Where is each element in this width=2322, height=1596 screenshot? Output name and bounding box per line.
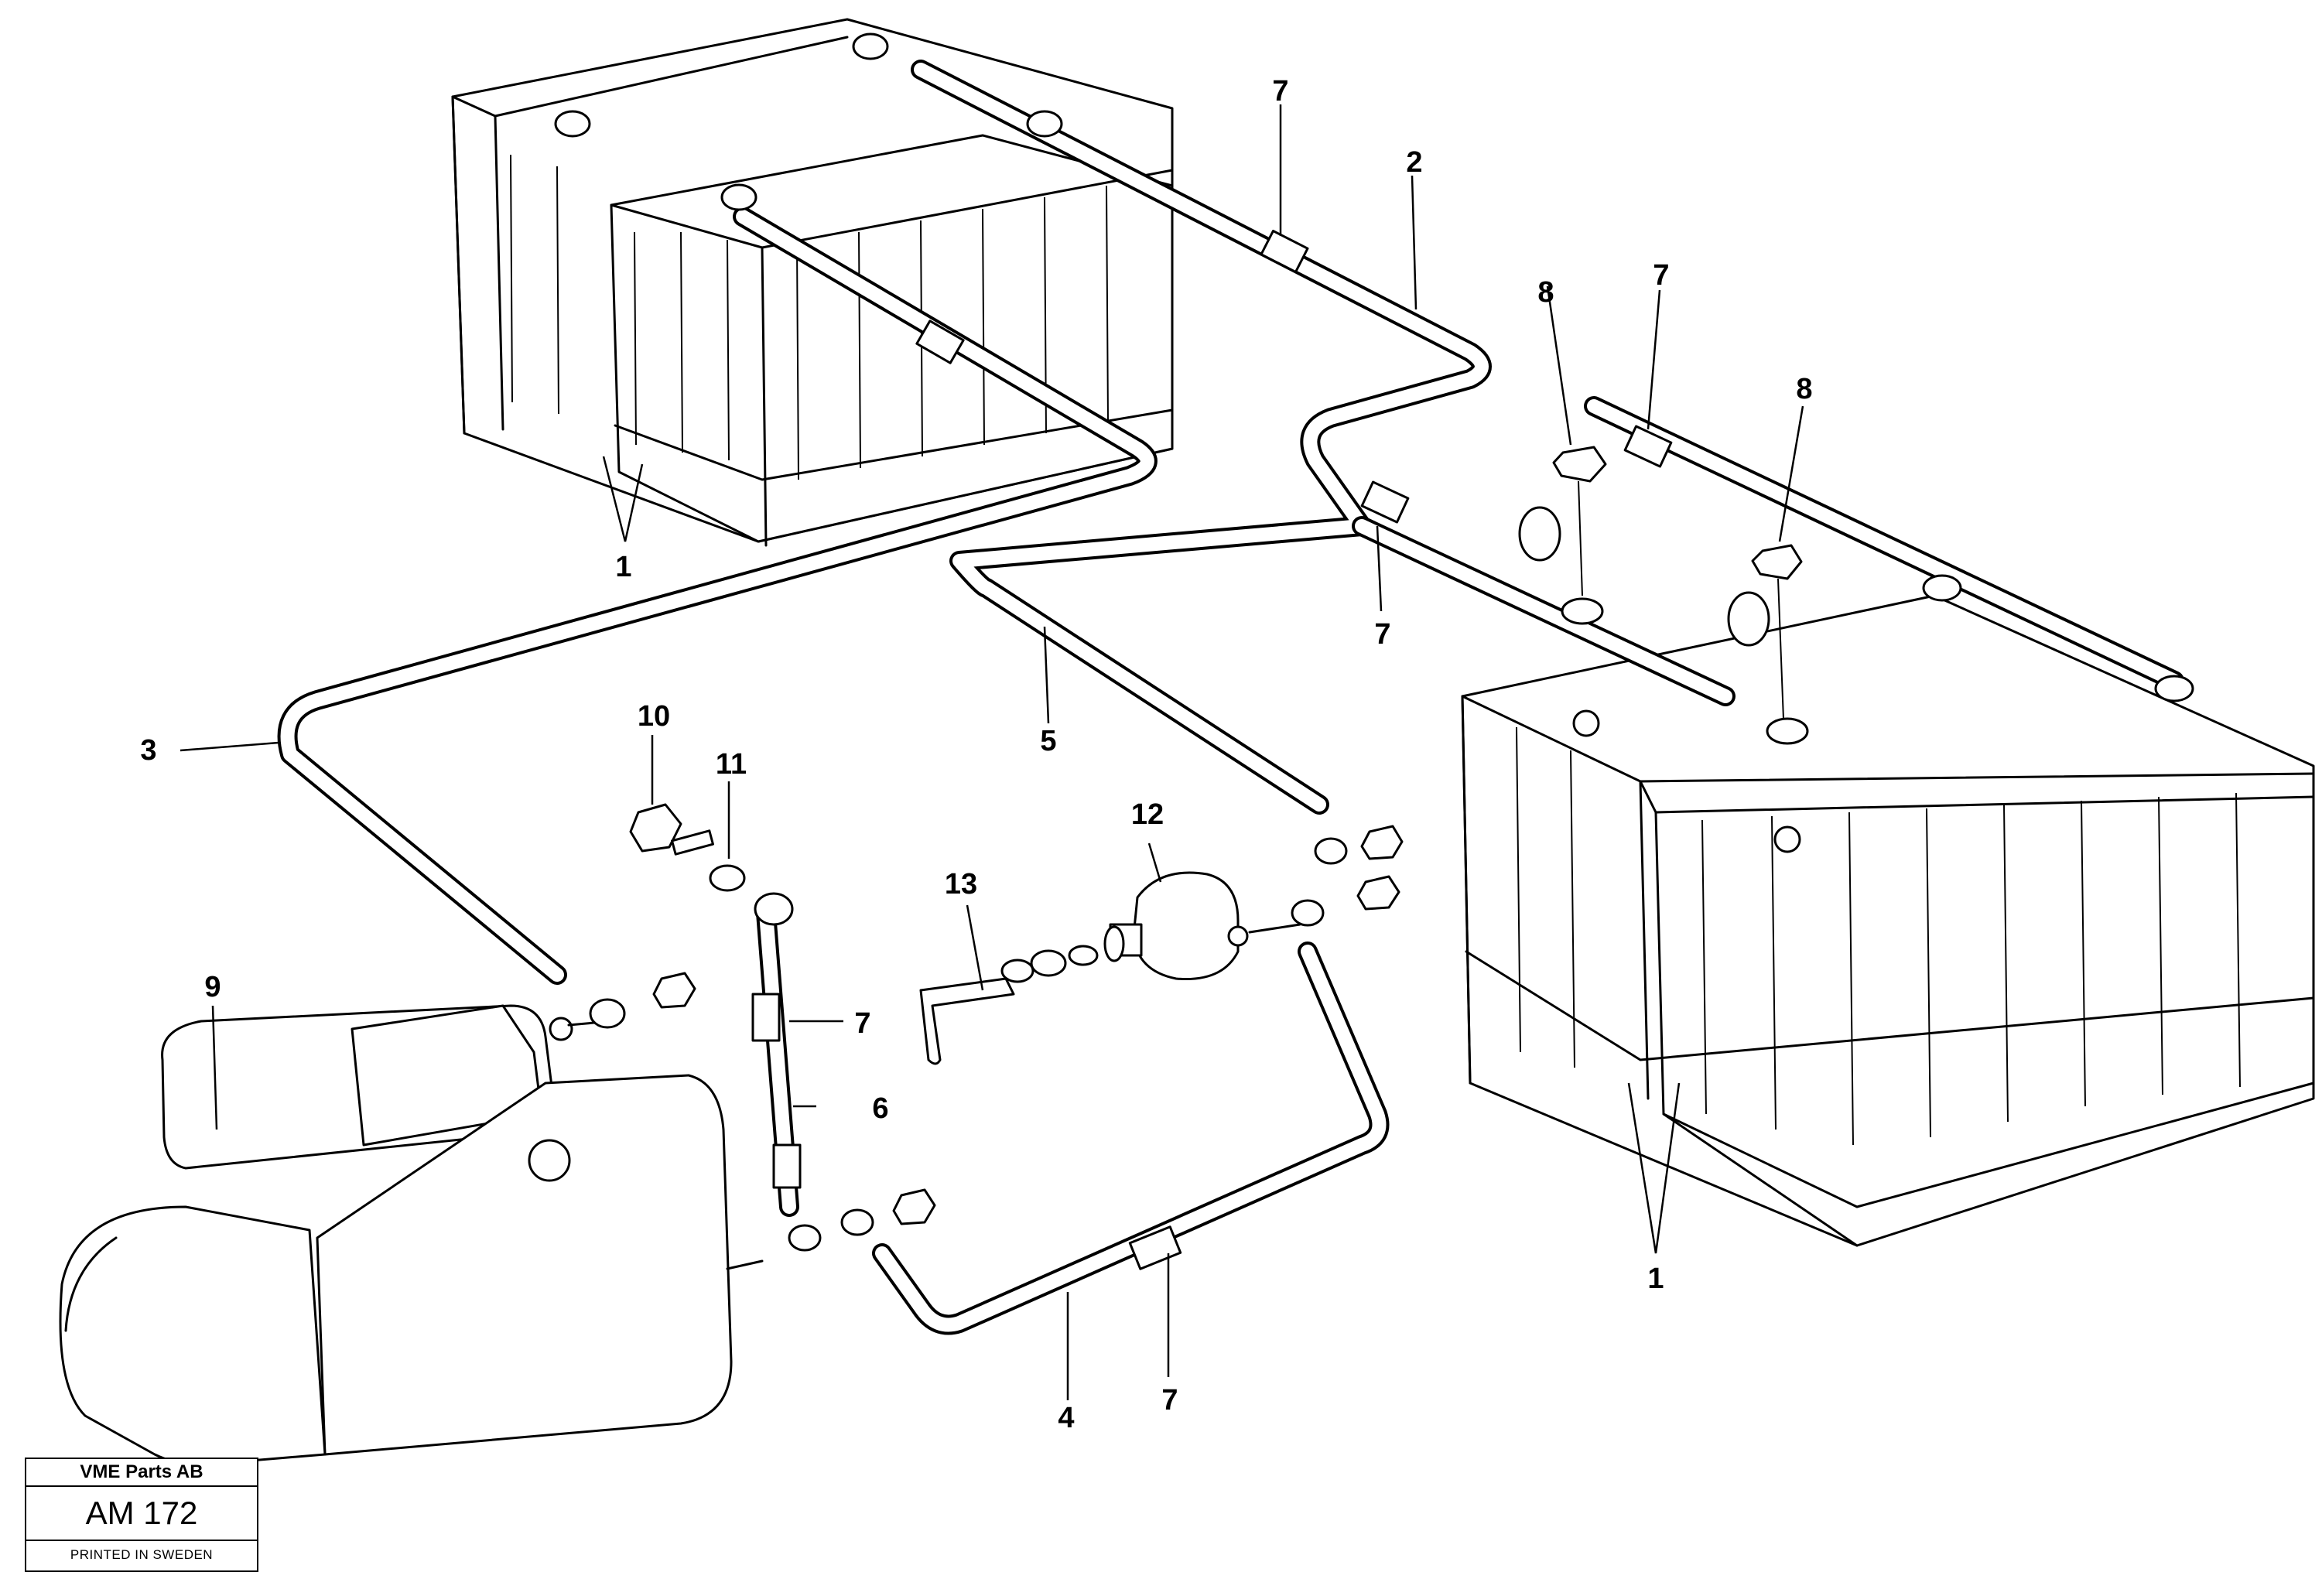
callout-7-bottom: 7 [1161,1384,1178,1417]
stamp-printed: PRINTED IN SWEDEN [70,1547,214,1562]
callout-10: 10 [638,700,670,733]
callout-4: 4 [1058,1402,1074,1434]
callout-12: 12 [1131,798,1164,831]
callout-7-cable6: 7 [854,1007,870,1040]
callout-1-rear: 1 [615,551,631,583]
rear-battery-pair [451,18,1174,547]
battery-switch-relay [919,871,1301,1065]
front-battery-pair [1461,594,2315,1247]
stamp-company: VME Parts AB [26,1459,257,1487]
callout-6: 6 [872,1092,888,1125]
stamp-code: AM 172 [26,1487,257,1541]
callout-1-front: 1 [1647,1263,1664,1295]
callout-8-right: 8 [1796,373,1812,405]
title-stamp: VME Parts AB AM 172 PRINTED IN SWEDEN [25,1458,258,1572]
starter-motor [59,1004,764,1466]
callout-2: 2 [1406,146,1422,179]
callout-3: 3 [140,734,156,767]
bolt-and-washer [629,803,794,926]
leader-lines [180,104,1804,1400]
callout-11: 11 [716,748,747,781]
small-nuts [589,825,1404,1252]
callout-13: 13 [945,868,977,901]
callout-labels: 1 1 2 3 4 5 6 7 7 7 7 7 8 8 9 10 11 12 1… [140,75,1812,1434]
cable-sleeves [751,230,1673,1270]
callout-9: 9 [204,971,221,1003]
callout-7-mid: 7 [1374,618,1390,651]
battery-terminals [554,32,2194,745]
callout-8-left: 8 [1537,276,1554,309]
terminal-nuts [1552,446,1803,720]
callout-5: 5 [1040,725,1056,757]
callout-7-top: 7 [1272,75,1288,108]
callout-7-right: 7 [1653,259,1669,292]
